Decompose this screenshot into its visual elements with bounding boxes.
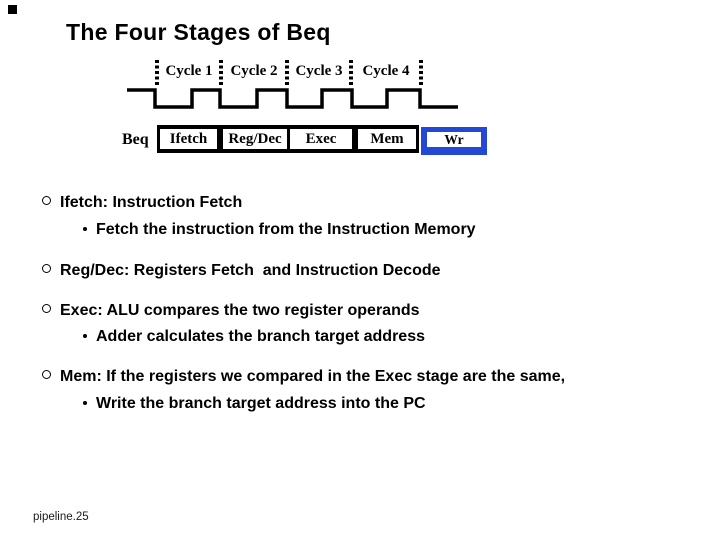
- cycle-label-3: Cycle 3: [295, 63, 343, 79]
- stage-box-ifetch: Ifetch: [160, 129, 217, 149]
- dot-bullet-icon: [83, 401, 87, 405]
- sub-bullet-row-write: Write the branch target address into the…: [83, 394, 426, 413]
- highlight-stage-label: Wr: [427, 132, 481, 147]
- ring-bullet-icon: [42, 264, 51, 273]
- sub-bullet-row-adder: Adder calculates the branch target addre…: [83, 327, 425, 346]
- highlight-stage-box: Wr: [421, 127, 487, 155]
- sub-bullet-text: Fetch the instruction from the Instructi…: [96, 221, 476, 238]
- ring-bullet-icon: [42, 304, 51, 313]
- cycle-label-4: Cycle 4: [362, 63, 410, 79]
- cycle-separator-icon: [349, 60, 353, 85]
- bullet-text: Reg/Dec: Registers Fetch and Instruction…: [60, 262, 441, 279]
- cycle-separator-icon: [419, 60, 423, 85]
- ring-bullet-icon: [42, 196, 51, 205]
- sub-bullet-text: Adder calculates the branch target addre…: [96, 328, 425, 345]
- slide-title: The Four Stages of Beq: [66, 19, 331, 45]
- cycle-label-2: Cycle 2: [230, 63, 278, 79]
- ring-bullet-icon: [42, 370, 51, 379]
- bullet-text: Ifetch: Instruction Fetch: [60, 194, 243, 211]
- cycle-label-1: Cycle 1: [165, 63, 213, 79]
- bullet-row-exec: Exec: ALU compares the two register oper…: [42, 301, 420, 320]
- stage-bar: Ifetch Reg/Dec Exec Mem: [157, 125, 419, 153]
- bullet-text: Exec: ALU compares the two register oper…: [60, 302, 420, 319]
- dot-bullet-icon: [83, 227, 87, 231]
- dot-bullet-icon: [83, 334, 87, 338]
- stage-box-mem: Mem: [358, 129, 416, 149]
- instruction-label: Beq: [122, 131, 149, 148]
- clock-waveform-icon: [127, 88, 458, 109]
- sub-bullet-row-fetch: Fetch the instruction from the Instructi…: [83, 220, 476, 239]
- bullet-row-mem: Mem: If the registers we compared in the…: [42, 367, 565, 386]
- sub-bullet-text: Write the branch target address into the…: [96, 395, 426, 412]
- cycle-separator-icon: [219, 60, 223, 85]
- slide-corner-square: [8, 5, 17, 14]
- bullet-row-ifetch: Ifetch: Instruction Fetch: [42, 193, 242, 212]
- cycle-separator-icon: [285, 60, 289, 85]
- cycle-separator-icon: [155, 60, 159, 85]
- stage-box-regdec: Reg/Dec: [223, 129, 287, 149]
- slide-footer: pipeline.25: [33, 511, 89, 523]
- bullet-row-regdec: Reg/Dec: Registers Fetch and Instruction…: [42, 261, 441, 280]
- stage-box-exec: Exec: [290, 129, 352, 149]
- bullet-text: Mem: If the registers we compared in the…: [60, 368, 566, 385]
